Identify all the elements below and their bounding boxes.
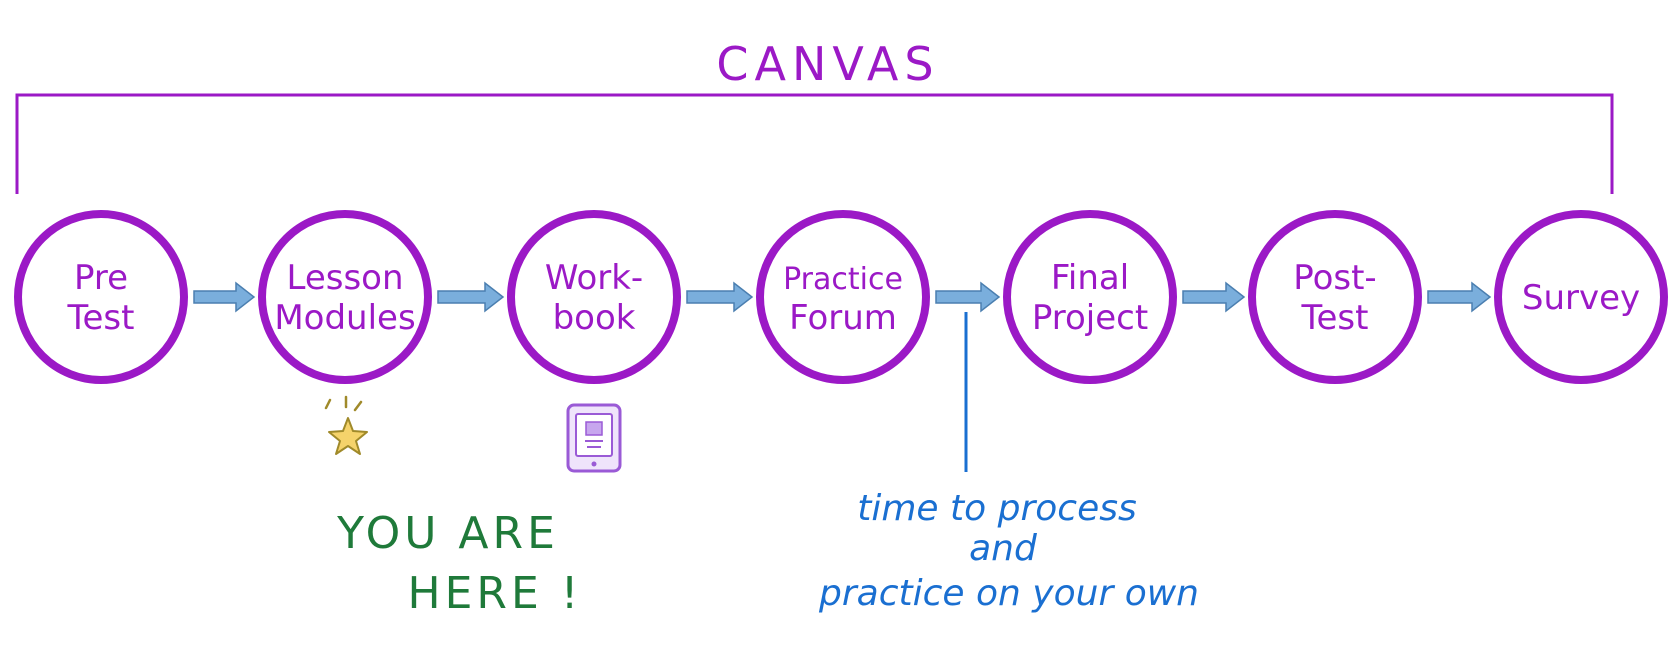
arrows-group: [193, 281, 1492, 313]
step-circle: [1494, 210, 1668, 384]
diagram-title: CANVAS: [716, 37, 939, 91]
arrow: [935, 281, 1001, 313]
step-circle: [258, 210, 432, 384]
step-circle: [1003, 210, 1177, 384]
step-label: Test: [1301, 298, 1369, 338]
tablet-icon: [566, 403, 622, 473]
arrow: [1427, 281, 1492, 313]
step-label: Project: [1032, 298, 1148, 338]
step-label: Modules: [274, 298, 415, 338]
step-circle: [1248, 210, 1422, 384]
step-label: Post-: [1293, 258, 1376, 298]
step-circle: [756, 210, 930, 384]
you-are-here-line1: YOU ARE: [336, 508, 559, 559]
step-label: Work-: [545, 258, 643, 298]
you-are-here-line2: HERE !: [408, 568, 583, 619]
step-label: Survey: [1522, 278, 1640, 318]
arrow: [686, 281, 754, 313]
step-node: Survey: [1494, 210, 1668, 384]
step-circle: [507, 210, 681, 384]
step-label: Test: [67, 298, 135, 338]
step-label: Forum: [789, 298, 897, 338]
step-label: Pre: [74, 258, 128, 298]
canvas-bracket: [15, 93, 1614, 194]
note-line3: practice on your own: [818, 573, 1199, 614]
step-node: Work-book: [507, 210, 681, 384]
steps-group: PreTestLessonModulesWork-bookPracticeFor…: [14, 210, 1668, 384]
arrow: [437, 281, 505, 313]
step-node: Post-Test: [1248, 210, 1422, 384]
arrow: [1182, 281, 1246, 313]
note-line2: and: [969, 528, 1038, 569]
step-label: book: [553, 298, 636, 338]
star-icon: [324, 395, 368, 455]
step-label: Practice: [783, 262, 903, 297]
note-line1: time to process: [857, 488, 1137, 529]
step-label: Final: [1051, 258, 1129, 298]
step-circle: [14, 210, 188, 384]
step-label: Lesson: [286, 258, 403, 298]
arrow: [193, 281, 256, 313]
